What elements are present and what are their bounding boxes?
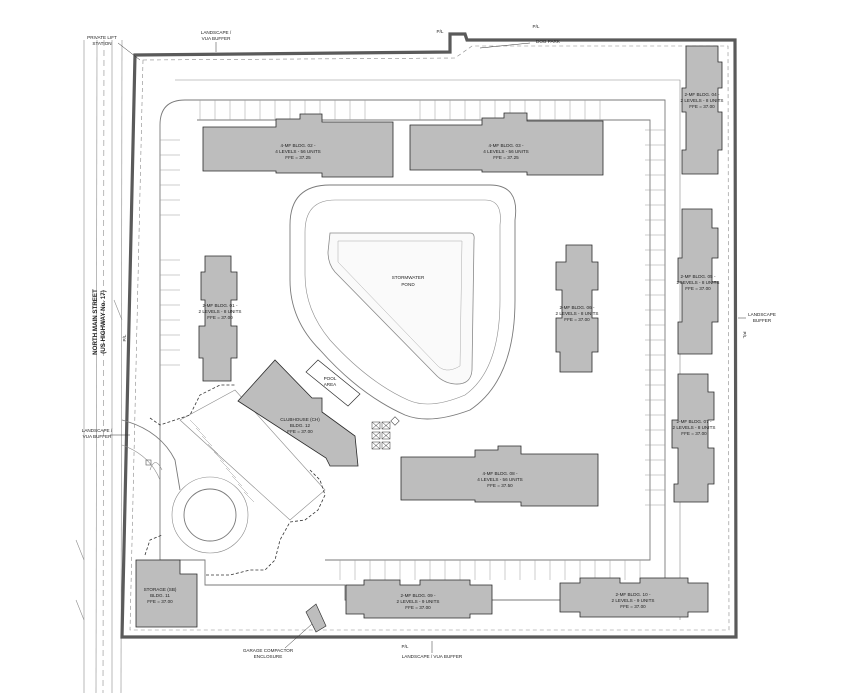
landscape-top-2: VUA BUFFER (202, 36, 232, 41)
cabanas (371, 416, 400, 450)
building-04-line3: FFE = 37.00 (689, 104, 715, 109)
stormwater-pond: STORMWATER POND (327, 232, 475, 385)
building-03-line3: FFE = 37.25 (493, 155, 519, 160)
building-10-line3: FFE = 37.00 (620, 604, 646, 609)
pl-bottom: P/L (402, 644, 409, 649)
landscape-right-1: LANDSCAPE (748, 312, 776, 317)
building-06-line1: 2-MF BLDG. 06 - (560, 305, 595, 310)
compactor-1: GARAGE COMPACTOR (243, 648, 294, 653)
building-06: 2-MF BLDG. 06 - 2 LEVELS - 8 UNITS FFE =… (556, 244, 599, 373)
building-01-line2: 2 LEVELS - 8 UNITS (199, 309, 242, 314)
building-04-line2: 2 LEVELS - 8 UNITS (681, 98, 724, 103)
pl-left: P/L (122, 334, 127, 341)
compactor-enclosure (305, 603, 327, 633)
building-10: 2-MF BLDG. 10 - 2 LEVELS - 9 UNITS FFE =… (559, 577, 709, 618)
building-10-line2: 2 LEVELS - 9 UNITS (612, 598, 655, 603)
landscape-bottom: LANDSCAPE / VUA BUFFER (402, 654, 463, 659)
clubhouse-line3: FFE = 37.00 (287, 429, 313, 434)
parking-loop (159, 79, 681, 620)
dog-park-label: DOG PARK (536, 39, 561, 44)
building-01-line1: 2-MF BLDG. 01 - (203, 303, 238, 308)
building-05-line2: 2 LEVELS - 8 UNITS (677, 280, 720, 285)
storage-building: STORAGE (SB) BLDG. 11 FFE = 37.00 (135, 559, 198, 628)
building-06-line3: FFE = 37.00 (564, 317, 590, 322)
building-06-line2: 2 LEVELS - 8 UNITS (556, 311, 599, 316)
building-03-line1: 4-MF BLDG. 03 - (489, 143, 524, 148)
entry-drive (121, 389, 326, 554)
building-03: 4-MF BLDG. 03 - 4 LEVELS - 56 UNITS FFE … (409, 112, 604, 176)
landscape-left-2: VUA BUFFER (83, 434, 113, 439)
building-03-line2: 4 LEVELS - 56 UNITS (483, 149, 528, 154)
property-boundary (120, 32, 738, 639)
bottom-labels: P/L LANDSCAPE / VUA BUFFER GARAGE COMPAC… (243, 623, 463, 659)
building-02-line3: FFE = 37.25 (285, 155, 311, 160)
building-01-line3: FFE = 37.00 (207, 315, 233, 320)
building-05-line1: 2-MF BLDG. 05 - (681, 274, 716, 279)
building-01: 2-MF BLDG. 01 - 2 LEVELS - 8 UNITS FFE =… (199, 255, 242, 382)
building-08: 4-MF BLDG. 08 - 4 LEVELS - 56 UNITS FFE … (400, 445, 599, 507)
storage-line1: STORAGE (SB) (144, 587, 177, 592)
pond-label-2: POND (401, 282, 415, 287)
lift-station-1: PRIVATE LIFT (87, 35, 117, 40)
pl-top-left: P/L (437, 29, 444, 34)
building-09-line3: FFE = 37.00 (405, 605, 431, 610)
building-10-line1: 2-MF BLDG. 10 - (616, 592, 651, 597)
lift-station-2: STATION (92, 41, 111, 46)
clubhouse: CLUBHOUSE (CH) BLDG. 12 FFE = 37.00 (237, 359, 359, 467)
pool-area: POOL AREA (305, 359, 361, 407)
street-name-2: (US HIGHWAY No. 17) (100, 290, 107, 354)
building-04-line1: 2-MF BLDG. 04 - (685, 92, 720, 97)
building-08-line3: FFE = 37.50 (487, 483, 513, 488)
pool-label-2: AREA (324, 382, 337, 387)
left-labels: LANDSCAPE / VUA BUFFER NORTH MAIN STREET… (82, 289, 130, 439)
building-08-line2: 4 LEVELS - 56 UNITS (477, 477, 522, 482)
landscape-top-1: LANDSCAPE / (201, 30, 232, 35)
street-name-1: NORTH MAIN STREET (92, 289, 99, 355)
highway (75, 39, 123, 693)
clubhouse-line1: CLUBHOUSE (CH) (280, 417, 320, 422)
landscape-left-1: LANDSCAPE / (82, 428, 113, 433)
building-09-line2: 2 LEVELS - 9 UNITS (397, 599, 440, 604)
building-04: 2-MF BLDG. 04 - 2 LEVELS - 8 UNITS FFE =… (681, 45, 724, 175)
building-05-line3: FFE = 37.00 (685, 286, 711, 291)
building-09-line1: 2-MF BLDG. 09 - (401, 593, 436, 598)
center-drive (289, 184, 517, 420)
building-07-line1: 2-MF BLDG. 07 - (677, 419, 712, 424)
clubhouse-line2: BLDG. 12 (290, 423, 311, 428)
storage-line3: FFE = 37.00 (147, 599, 173, 604)
compactor-2: ENCLOSURE (254, 654, 283, 659)
building-07-line3: FFE = 37.00 (681, 431, 707, 436)
pool-label-1: POOL (324, 376, 337, 381)
building-07-line2: 2 LEVELS - 8 UNITS (673, 425, 716, 430)
right-labels: LANDSCAPE BUFFER P/L (738, 312, 776, 339)
storage-line2: BLDG. 11 (150, 593, 170, 598)
pl-top-right: P/L (533, 24, 540, 29)
building-08-line1: 4-MF BLDG. 08 - (483, 471, 518, 476)
building-02-line2: 4 LEVELS - 56 UNITS (275, 149, 320, 154)
building-02: 4-MF BLDG. 02 - 4 LEVELS - 56 UNITS FFE … (202, 113, 394, 178)
landscape-right-2: BUFFER (753, 318, 772, 323)
building-07: 2-MF BLDG. 07 - 2 LEVELS - 8 UNITS FFE =… (671, 373, 716, 503)
pl-right: P/L (742, 332, 747, 339)
building-02-line1: 4-MF BLDG. 02 - (281, 143, 316, 148)
building-05: 2-MF BLDG. 05 - 2 LEVELS - 8 UNITS FFE =… (677, 208, 720, 355)
pond-label-1: STORMWATER (392, 275, 425, 280)
fence-lines (144, 384, 326, 576)
building-09: 2-MF BLDG. 09 - 2 LEVELS - 9 UNITS FFE =… (345, 579, 493, 619)
top-labels: LANDSCAPE / VUA BUFFER PRIVATE LIFT STAT… (87, 24, 561, 61)
